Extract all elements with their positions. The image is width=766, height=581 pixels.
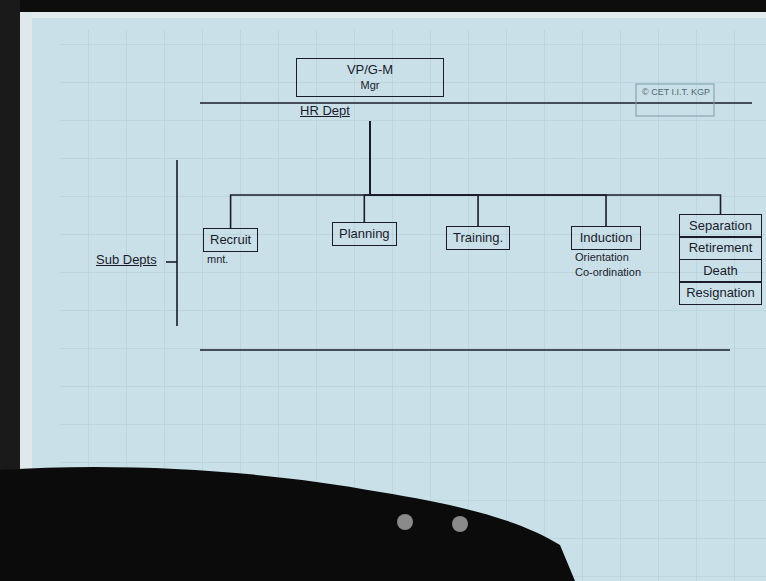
box-outline: VP/G-MMgr bbox=[296, 58, 444, 97]
org-box: InductionOrientationCo-ordination bbox=[571, 226, 641, 280]
box-outline: Death bbox=[679, 259, 762, 283]
org-box: Planning bbox=[332, 222, 397, 246]
connector bbox=[370, 121, 721, 214]
box-label: Resignation bbox=[686, 285, 755, 301]
org-box: VP/G-MMgr HR Dept bbox=[296, 58, 444, 119]
note-text: Co-ordination bbox=[571, 265, 641, 280]
connector bbox=[370, 121, 606, 226]
connector bbox=[370, 121, 478, 226]
box-outline: Retirement bbox=[679, 236, 762, 260]
box-label: Induction bbox=[578, 230, 634, 246]
box-label: Death bbox=[686, 263, 755, 279]
box-label: Planning bbox=[339, 226, 390, 242]
box-label: Mgr bbox=[303, 78, 437, 93]
box-outline: Recruit bbox=[203, 228, 258, 252]
watermark: © CET I.I.T. KGP bbox=[641, 86, 711, 99]
connector bbox=[364, 121, 370, 222]
box-outline: Training. bbox=[446, 226, 510, 250]
org-box: Retirement bbox=[679, 236, 762, 260]
side-label: Sub Depts bbox=[96, 252, 157, 268]
org-box: Resignation bbox=[679, 281, 762, 305]
box-label: VP/G-M bbox=[303, 62, 437, 78]
box-label: Recruit bbox=[210, 232, 251, 248]
org-box: Recruit mnt. bbox=[203, 228, 258, 267]
box-outline: Planning bbox=[332, 222, 397, 246]
org-box: Separation bbox=[679, 214, 762, 238]
box-outline: Separation bbox=[679, 214, 762, 238]
org-box: Death bbox=[679, 259, 762, 283]
org-box: Training. bbox=[446, 226, 510, 250]
box-label: Training. bbox=[453, 230, 503, 246]
box-outline: Induction bbox=[571, 226, 641, 250]
connector bbox=[231, 121, 370, 228]
note-text: HR Dept bbox=[296, 103, 444, 119]
note-text: mnt. bbox=[203, 252, 258, 267]
box-label: Separation bbox=[686, 218, 755, 234]
box-label: Retirement bbox=[686, 240, 755, 256]
box-outline: Resignation bbox=[679, 281, 762, 305]
note-text: Orientation bbox=[571, 250, 641, 265]
